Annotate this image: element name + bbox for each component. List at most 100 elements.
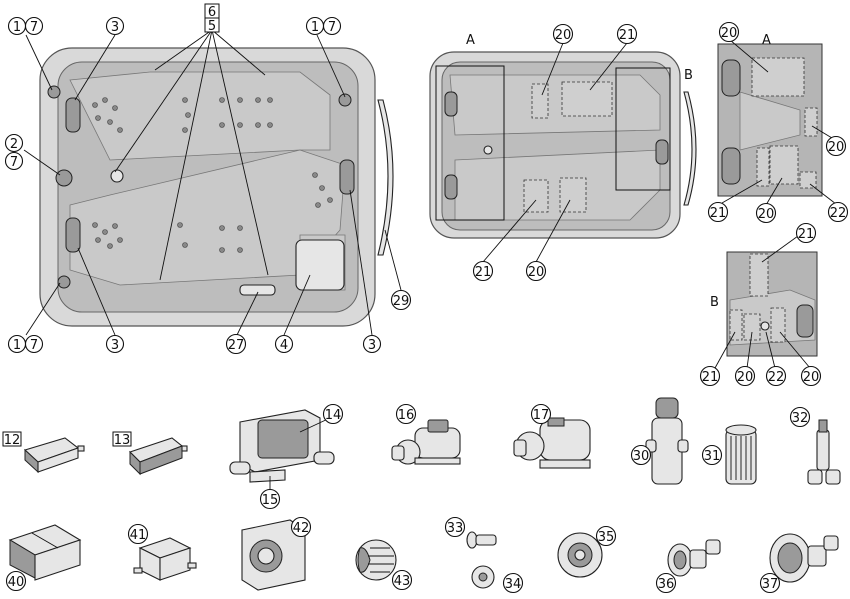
plate-21-mid-top <box>561 81 613 117</box>
part-17-pump <box>513 417 591 469</box>
light-fitting <box>239 284 276 296</box>
svg-text:42: 42 <box>293 521 310 536</box>
svg-text:20: 20 <box>758 207 775 222</box>
label-b: B <box>684 68 693 83</box>
svg-text:2: 2 <box>10 137 18 152</box>
callout-35: 35 <box>595 525 617 547</box>
part-31-filter-cartridge <box>725 424 757 485</box>
callout-34: 34 <box>502 572 524 594</box>
part-30-filter-housing <box>645 397 689 485</box>
part-37-jet-body-large <box>769 533 839 583</box>
svg-text:29: 29 <box>393 294 410 309</box>
callout-22-detail-a: 22 <box>827 201 849 223</box>
svg-text:1: 1 <box>13 20 21 35</box>
callout-33: 33 <box>444 516 466 538</box>
svg-text:21: 21 <box>702 370 719 385</box>
callout-20-detail-a-right: 20 <box>825 135 847 157</box>
skimmer <box>295 239 345 291</box>
corner-fitting-bottom-left <box>57 275 71 289</box>
jets-upper <box>92 97 273 133</box>
part-12-small-box: 12 <box>2 431 85 474</box>
svg-text:13: 13 <box>114 433 131 448</box>
svg-text:1: 1 <box>13 338 21 353</box>
svg-text:22: 22 <box>768 370 785 385</box>
svg-text:14: 14 <box>325 408 342 423</box>
plate-20-mid <box>531 83 549 119</box>
callout-2-7: 2 7 <box>4 133 24 171</box>
callout-21-mid-bottom: 21 <box>472 260 494 282</box>
svg-text:32: 32 <box>792 411 809 426</box>
plate-20-detail-a <box>751 57 805 97</box>
label-a: A <box>466 33 475 48</box>
svg-text:3: 3 <box>368 338 376 353</box>
part-32-fitting <box>807 419 841 485</box>
spa-tub-main-view <box>39 47 394 327</box>
callout-43: 43 <box>391 569 413 591</box>
callout-16: 16 <box>395 403 417 425</box>
callout-4: 4 <box>274 334 294 354</box>
part-42-speaker <box>241 519 306 591</box>
callout-20-detail-b-bottom-right: 20 <box>800 365 822 387</box>
part-13-power-supply: 13 <box>112 431 188 476</box>
svg-text:1: 1 <box>311 20 319 35</box>
svg-text:20: 20 <box>828 140 845 155</box>
callout-1-7-top-right: 1 7 <box>305 16 342 36</box>
headrest-right <box>339 159 355 195</box>
part-41-junction-box <box>133 537 197 581</box>
svg-text:30: 30 <box>633 449 650 464</box>
part-33-jet-insert <box>466 531 497 549</box>
callout-42: 42 <box>290 516 312 538</box>
svg-text:4: 4 <box>280 338 288 353</box>
callout-37: 37 <box>759 572 781 594</box>
svg-text:17: 17 <box>533 408 550 423</box>
svg-text:3: 3 <box>111 20 119 35</box>
headrest-upper <box>65 97 81 133</box>
detail-frame-a <box>435 65 505 221</box>
callout-20-detail-a-bottom: 20 <box>755 202 777 224</box>
svg-text:7: 7 <box>328 20 336 35</box>
callout-21-detail-b-bottom: 21 <box>699 365 721 387</box>
part-14-control-box <box>229 409 335 492</box>
callout-27: 27 <box>225 333 247 355</box>
corner-fitting-top-left <box>47 85 61 99</box>
callout-15: 15 <box>259 488 281 510</box>
svg-text:6: 6 <box>208 5 216 20</box>
plate-21-mid-bottom <box>523 179 549 213</box>
side-fitting-left <box>55 169 73 187</box>
callout-21-detail-b-top: 21 <box>795 222 817 244</box>
svg-text:7: 7 <box>30 20 38 35</box>
svg-text:16: 16 <box>398 408 415 423</box>
svg-text:31: 31 <box>704 449 721 464</box>
callout-32: 32 <box>789 406 811 428</box>
label-detail-b: B <box>710 295 719 310</box>
part-40-blower <box>8 524 82 581</box>
svg-text:7: 7 <box>30 338 38 353</box>
callout-21-detail-a: 21 <box>707 201 729 223</box>
svg-text:15: 15 <box>262 493 279 508</box>
part-36-jet-body <box>667 539 721 577</box>
svg-text:35: 35 <box>598 530 615 545</box>
svg-text:37: 37 <box>762 577 779 592</box>
plate-20-mid-bottom <box>559 177 587 213</box>
svg-text:21: 21 <box>798 227 815 242</box>
callout-40: 40 <box>5 570 27 592</box>
callout-20-detail-a-top: 20 <box>718 21 740 43</box>
callout-22-detail-b: 22 <box>765 365 787 387</box>
svg-text:21: 21 <box>619 28 636 43</box>
plate-21-detail-b <box>749 253 769 297</box>
callout-41: 41 <box>127 523 149 545</box>
callout-31: 31 <box>701 444 723 466</box>
callout-6-5: 6 5 <box>204 3 220 34</box>
callout-1-7-bottom-left: 1 7 <box>7 334 44 354</box>
callout-20-mid: 20 <box>552 23 574 45</box>
svg-text:7: 7 <box>10 155 18 170</box>
svg-text:12: 12 <box>4 433 21 448</box>
callout-3-right: 3 <box>362 334 382 354</box>
corner-fitting-top-right <box>338 93 352 107</box>
callout-29: 29 <box>390 289 412 311</box>
callout-14: 14 <box>322 403 344 425</box>
detail-a <box>717 43 823 197</box>
callout-36: 36 <box>655 572 677 594</box>
svg-text:27: 27 <box>228 338 245 353</box>
